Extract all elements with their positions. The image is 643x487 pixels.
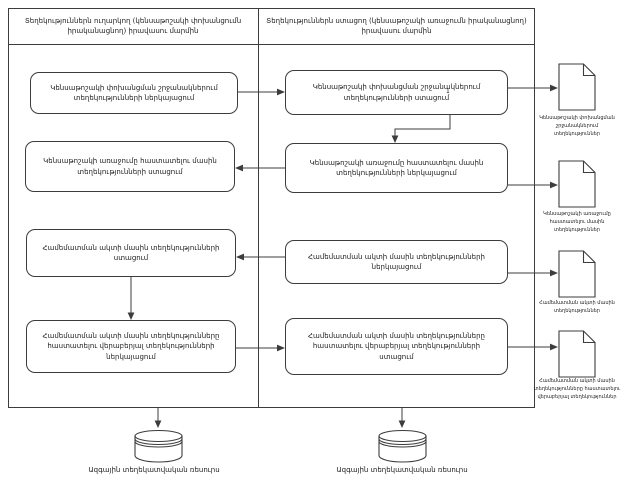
arrow-receive-comparison-act-to-present-approval bbox=[127, 277, 135, 320]
lane-header-receiver-authority: Տեղեկություններն ստացող (կենսաթոշակի առա… bbox=[266, 16, 527, 36]
document-icon-3 bbox=[558, 250, 596, 298]
swimlane-frame bbox=[8, 8, 535, 408]
document-label-4: Համեմատման ակտի մասին տեղեկությունները հ… bbox=[533, 378, 621, 400]
document-label-1: Կենսաթոշակի փոխանցման շրջանակներում տեղե… bbox=[539, 115, 615, 137]
arrow-to-database-left bbox=[154, 408, 162, 428]
arrow-to-database-right bbox=[398, 408, 406, 428]
document-label-3: Համեմատման ակտի մասին տեղեկություններ bbox=[539, 300, 615, 314]
database-label-left: Ազգային տեղեկատվական ռեսուրս bbox=[88, 466, 220, 474]
arrow-present-to-receive-transfer bbox=[238, 88, 285, 96]
note-marker: 1 bbox=[446, 88, 450, 95]
process-box-present-act-approval-info: Համեմատման ակտի մասին տեղեկությունները հ… bbox=[26, 320, 236, 373]
arrow-present-confirmation-to-receive-confirmation bbox=[235, 164, 285, 172]
process-box-present-transfer-info: Կենսաթոշակի փոխանցման շրջանակներում տեղե… bbox=[30, 72, 238, 114]
document-icon-4 bbox=[558, 330, 596, 378]
arrow-to-document-4 bbox=[508, 343, 558, 351]
arrow-to-document-3 bbox=[508, 269, 558, 277]
arrow-to-document-2 bbox=[508, 181, 558, 189]
process-box-receive-comparison-act-info: Համեմատման ակտի մասին տեղեկությունների ս… bbox=[26, 229, 236, 277]
arrow-to-document-1 bbox=[508, 84, 558, 92]
database-icon-left bbox=[134, 429, 183, 463]
lane-header-sender-authority: Տեղեկություններն ուղարկող (կենսաթոշակի փ… bbox=[24, 16, 242, 36]
process-box-present-comparison-act-info: Համեմատման ակտի մասին տեղեկությունների ն… bbox=[285, 240, 508, 284]
document-icon-1 bbox=[558, 63, 596, 111]
arrow-present-approval-to-receive-approval bbox=[236, 344, 285, 352]
database-icon-right bbox=[378, 429, 427, 463]
process-box-receive-act-approval-info: Համեմատման ակտի մասին տեղեկությունները հ… bbox=[285, 318, 508, 375]
document-icon-2 bbox=[558, 160, 596, 208]
arrow-receive-transfer-to-present-confirmation bbox=[391, 115, 451, 143]
process-box-receive-transfer-info: Կենսաթոշակի փոխանցման շրջանակներում տեղե… bbox=[285, 70, 508, 115]
document-label-2: Կենսաթոշակի առաջումը հաստատելու մասին տե… bbox=[543, 211, 611, 233]
process-box-receive-confirmation-info: Կենսաթոշակի առաջումը հաստատելու մասին տե… bbox=[25, 141, 235, 192]
database-label-right: Ազգային տեղեկատվական ռեսուրս bbox=[336, 466, 468, 474]
arrow-present-comparison-act-to-receive-comparison-act bbox=[236, 253, 285, 261]
process-box-present-confirmation-info: Կենսաթոշակի առաջումը հաստատելու մասին տե… bbox=[285, 143, 508, 193]
